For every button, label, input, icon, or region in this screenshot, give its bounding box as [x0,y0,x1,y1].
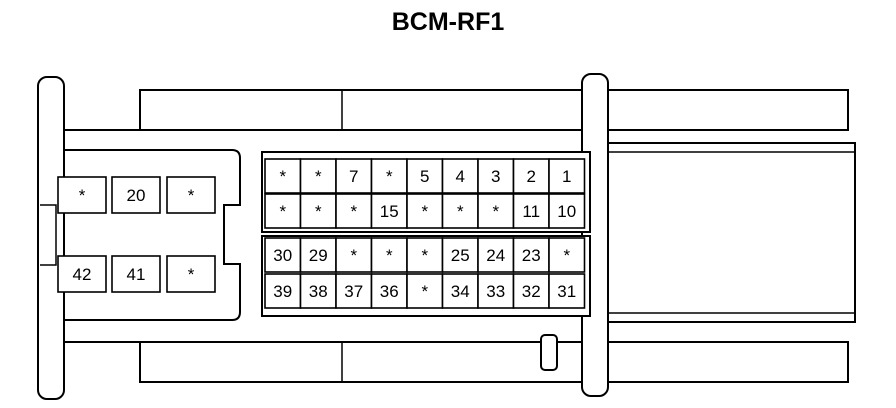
pin-cell: 31 [548,273,586,309]
pin-cell: 38 [299,273,337,309]
connector-title: BCM-RF1 [391,8,505,36]
pin-cell: 34 [441,273,479,309]
pin-cell: * [335,237,373,273]
top-rail [139,89,849,131]
pin-label: * [279,167,286,186]
left-pin-cell: * [166,255,216,293]
pin-cell: * [441,193,479,229]
pin-cell: 23 [512,237,550,273]
pin-label: 41 [127,265,146,284]
pin-label: 33 [486,282,505,301]
pin-cell: * [370,237,408,273]
left-pin-cell: 20 [111,176,161,214]
pin-label: * [492,202,499,221]
pin-cell: 10 [548,193,586,229]
left-pin-cell: 42 [57,255,107,293]
pin-label: 15 [380,202,399,221]
left-block-cells: * 20 * 42 41 * [57,176,216,293]
keyway [540,334,558,371]
pin-label: 31 [557,282,576,301]
pin-label: * [279,202,286,221]
pin-label: 4 [456,167,465,186]
pin-label: * [188,265,195,284]
pin-label: 11 [522,202,540,221]
pin-label: 7 [349,167,358,186]
pin-cell: * [406,237,444,273]
pin-cell: * [548,237,586,273]
pin-cell: 25 [441,237,479,273]
pin-label: * [315,202,322,221]
pin-cell: * [264,158,302,194]
pin-cell: 24 [477,237,515,273]
pin-label: * [421,246,428,265]
pin-cell: 32 [512,273,550,309]
pin-cell: 7 [335,158,373,194]
pin-label: 1 [562,167,571,186]
pin-cell: * [477,193,515,229]
pin-label: 2 [527,167,536,186]
bottom-rail [139,341,849,383]
pin-label: 29 [309,246,328,265]
pin-cell: 3 [477,158,515,194]
pin-label: 39 [273,282,292,301]
pin-cell: * [335,193,373,229]
left-latch [37,76,65,400]
pin-label: 37 [344,282,363,301]
pin-cell: 15 [370,193,408,229]
left-pin-cell: 41 [111,255,161,293]
right-plug [589,142,856,323]
pin-cell: 29 [299,237,337,273]
pin-cell: * [299,158,337,194]
pin-label: 23 [522,246,541,265]
pin-label: * [386,167,393,186]
pin-cell: * [370,158,408,194]
pin-cell: 39 [264,273,302,309]
pin-label: 20 [127,186,146,205]
pin-label: * [79,186,86,205]
pin-label: * [563,246,570,265]
pin-cell: 5 [406,158,444,194]
pin-cell: * [264,193,302,229]
pin-label: 38 [309,282,328,301]
pin-label: * [188,186,195,205]
left-pin-cell: * [166,176,216,214]
pin-label: 24 [486,246,505,265]
pin-cell: * [299,193,337,229]
pin-label: * [350,246,357,265]
pin-label: 25 [451,246,470,265]
pin-label: * [315,167,322,186]
pin-cell: 1 [548,158,586,194]
pin-label: 30 [273,246,292,265]
pin-label: * [421,202,428,221]
pin-label: * [457,202,464,221]
left-pin-cell: * [57,176,107,214]
pin-label: 3 [491,167,500,186]
pin-cell: 4 [441,158,479,194]
pin-cell: 11 [512,193,550,229]
pin-cell: * [406,273,444,309]
pin-cell: * [406,193,444,229]
pin-label: 42 [73,265,92,284]
pin-label: * [350,202,357,221]
pin-cell: 33 [477,273,515,309]
pin-cell: 36 [370,273,408,309]
pin-label: 5 [420,167,429,186]
left-cavity-housing [63,149,241,321]
pin-label: 34 [451,282,470,301]
pin-label: 36 [380,282,399,301]
pin-label: * [421,282,428,301]
pin-label: 10 [557,202,576,221]
pin-cell: 37 [335,273,373,309]
pin-label: 32 [522,282,541,301]
pin-label: * [386,246,393,265]
pin-cell: 30 [264,237,302,273]
pin-cell: 2 [512,158,550,194]
